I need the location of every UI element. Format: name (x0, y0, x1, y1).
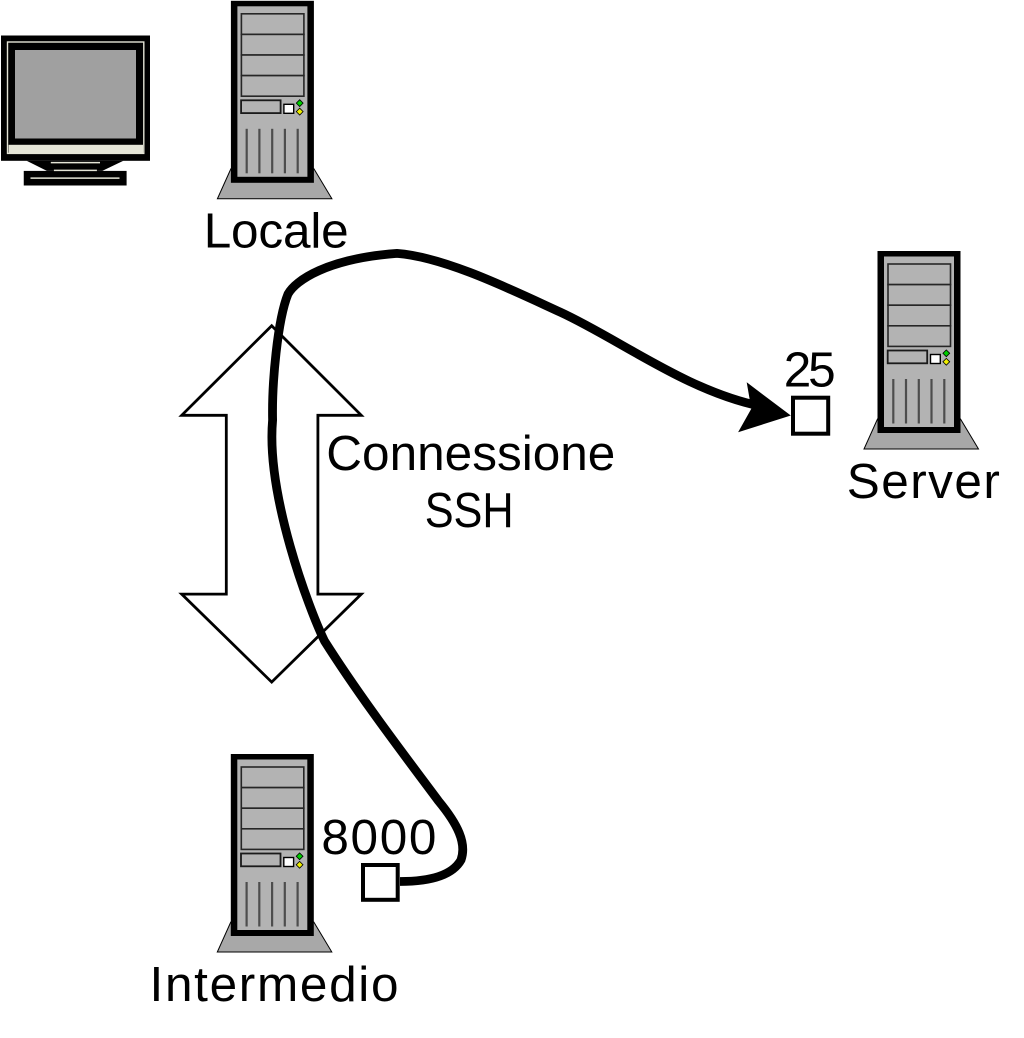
svg-text:25: 25 (784, 343, 836, 398)
svg-text:Server: Server (847, 454, 1000, 509)
svg-text:SSH: SSH (425, 483, 514, 538)
svg-text:Connessione: Connessione (326, 426, 615, 481)
svg-text:8000: 8000 (321, 810, 436, 865)
svg-text:Intermedio: Intermedio (150, 957, 399, 1012)
svg-text:Locale: Locale (204, 204, 349, 259)
